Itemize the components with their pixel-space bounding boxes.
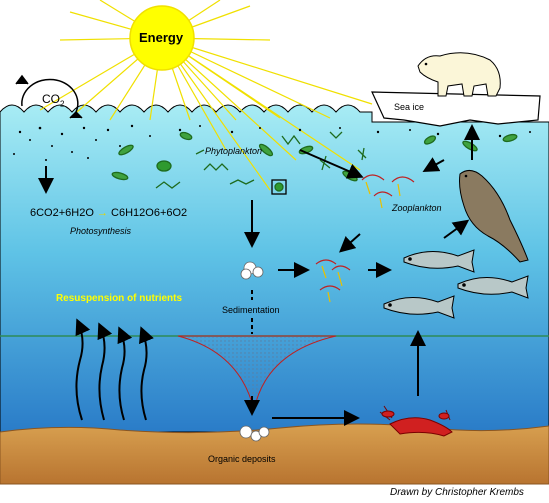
- phytoplankton-icon: [111, 131, 518, 195]
- equation-arrow-icon: →: [96, 207, 108, 219]
- crayfish-icon: [379, 405, 453, 437]
- photosynthesis-label: Photosynthesis: [70, 226, 132, 236]
- resuspension-label: Resuspension of nutrients: [55, 293, 183, 304]
- fish-icon: [383, 249, 529, 319]
- co2-label: CO2: [42, 92, 65, 109]
- sedimentation-label: Sedimentation: [222, 305, 280, 315]
- zooplankton-icon: [315, 174, 415, 303]
- sea-floor-sediment: [0, 423, 549, 485]
- organic-clump-icon: [239, 261, 270, 442]
- dissolved-gas-dots: [13, 124, 531, 161]
- photosynthesis-equation: 6CO2+6H2O → C6H12O6+6O2: [30, 208, 187, 219]
- seal-icon: [459, 170, 529, 263]
- sun-icon: [39, 0, 373, 191]
- sea-ice-label: Sea ice: [394, 102, 425, 112]
- equation-reactants: 6CO2+6H2O: [30, 207, 94, 219]
- organic-deposits-label: Organic deposits: [208, 454, 276, 464]
- resuspension-arrows: [75, 318, 154, 421]
- polar-bear-icon: [417, 52, 501, 97]
- equation-products: C6H12O6+6O2: [111, 207, 188, 219]
- co2-cycle-icon: [15, 74, 83, 119]
- sea-ice: [371, 91, 541, 127]
- zooplankton-label: Zooplankton: [392, 203, 442, 213]
- flow-arrows: [38, 124, 480, 426]
- credit-label: Drawn by Christopher Krembs: [390, 487, 524, 498]
- phytoplankton-label: Phytoplankton: [205, 146, 263, 156]
- sea-water: [0, 104, 549, 433]
- energy-label: Energy: [139, 30, 184, 45]
